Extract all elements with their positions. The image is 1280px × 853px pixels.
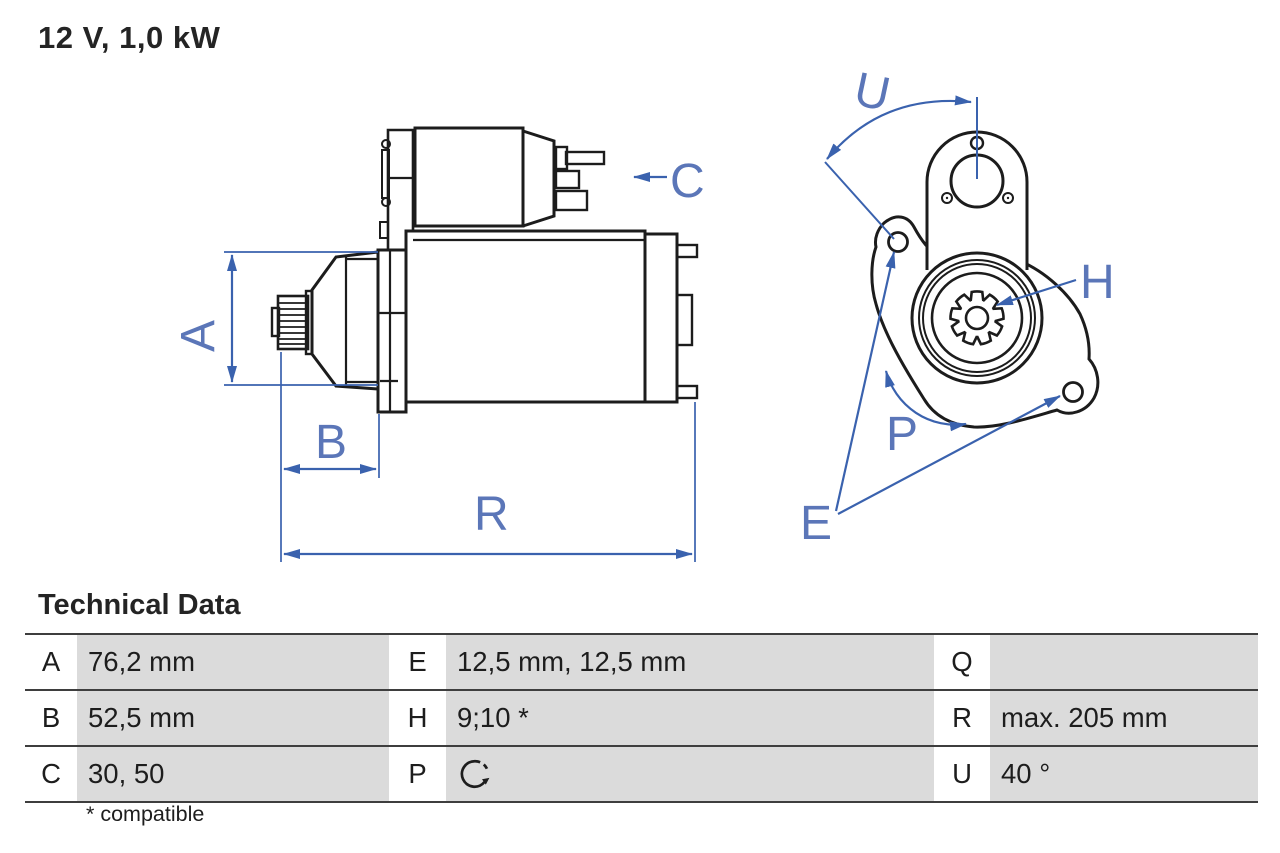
leader-arrow-E1 <box>834 251 896 512</box>
solenoid-body <box>413 126 525 228</box>
table-row: C 30, 50 P U 40 ° <box>25 747 1258 803</box>
table-row: B 52,5 mm H 9;10 * R max. 205 mm <box>25 691 1258 747</box>
clockwise-rotation-icon <box>460 759 490 789</box>
footnote: * compatible <box>86 802 205 826</box>
dimension-label-C: C <box>670 155 705 208</box>
starter-motor-side-view <box>270 126 699 414</box>
angle-arc-U <box>826 95 972 160</box>
pinion-gear-side <box>270 289 314 356</box>
page-title: 12 V, 1,0 kW <box>38 20 221 55</box>
bearing-rings <box>910 251 1044 385</box>
dimension-label-A: A <box>172 320 225 352</box>
rear-end-cap <box>643 232 699 404</box>
starter-motor-front-flange-view <box>870 130 1100 429</box>
dimension-label-P: P <box>886 408 918 461</box>
dim-key-B: B <box>25 691 77 745</box>
dim-value-H: 9;10 * <box>446 691 934 745</box>
tab-pin-holes <box>941 192 1014 204</box>
leader-arrow-E2 <box>837 395 1061 515</box>
solenoid-terminals <box>554 145 606 212</box>
dim-value-C: 30, 50 <box>77 747 389 801</box>
leader-arrow-H <box>996 278 1077 307</box>
pinion-gear-front <box>949 290 1005 346</box>
dim-key-R: R <box>934 691 990 745</box>
motor-housing <box>404 229 647 404</box>
dim-value-R: max. 205 mm <box>990 691 1258 745</box>
dimension-label-E: E <box>800 497 832 550</box>
technical-drawing: A B R C U H P E <box>172 63 1115 562</box>
dim-key-H: H <box>389 691 446 745</box>
mounting-hole-upper-left <box>887 231 909 253</box>
rotation-arc-P <box>884 370 967 432</box>
mounting-flange-plate <box>376 248 408 414</box>
dim-key-C: C <box>25 747 77 801</box>
mounting-hole-lower-right <box>1062 381 1084 403</box>
dim-value-A: 76,2 mm <box>77 635 389 689</box>
dim-key-E: E <box>389 635 446 689</box>
extension-lines-A <box>224 251 378 386</box>
drive-end-cone <box>310 250 379 391</box>
dim-value-P <box>446 747 934 801</box>
dim-value-U: 40 ° <box>990 747 1258 801</box>
dimension-annotations <box>224 95 1077 562</box>
solenoid-cap <box>522 129 556 228</box>
dim-value-E: 12,5 mm, 12,5 mm <box>446 635 934 689</box>
dim-key-U: U <box>934 747 990 801</box>
dimension-label-H: H <box>1080 256 1115 309</box>
technical-data-table: A 76,2 mm E 12,5 mm, 12,5 mm Q B 52,5 mm… <box>25 633 1258 803</box>
dimension-label-B: B <box>315 416 347 469</box>
dim-key-Q: Q <box>934 635 990 689</box>
table-row: A 76,2 mm E 12,5 mm, 12,5 mm Q <box>25 635 1258 691</box>
dim-key-P: P <box>389 747 446 801</box>
dimension-label-R: R <box>474 488 509 541</box>
dim-value-Q <box>990 635 1258 689</box>
technical-data-heading: Technical Data <box>38 589 241 621</box>
dim-key-A: A <box>25 635 77 689</box>
dim-value-B: 52,5 mm <box>77 691 389 745</box>
extension-lines-BR <box>280 352 696 562</box>
dimension-labels: A B R C U H P E <box>172 63 1115 550</box>
shaft-hole <box>964 305 990 331</box>
solenoid-bracket <box>379 128 415 250</box>
reference-line-U-diagonal <box>824 161 895 240</box>
